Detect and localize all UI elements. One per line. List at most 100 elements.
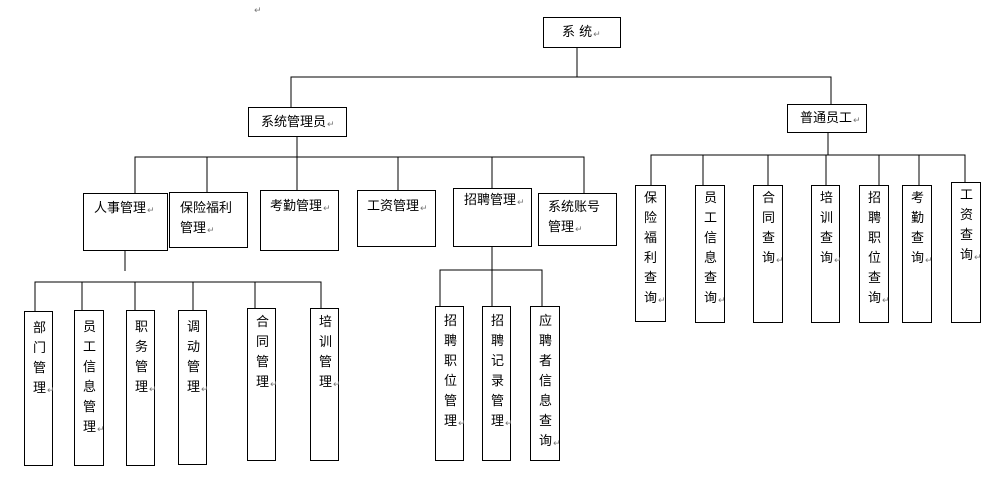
node-staff-info-query: 员工信息查询↵ — [695, 185, 726, 323]
node-label-line: 查 — [960, 228, 974, 243]
node-label-line: 理↵ — [187, 380, 209, 395]
node-training-management: 培训管理↵ — [310, 308, 341, 461]
node-label-line: 录 — [491, 374, 505, 389]
paragraph-mark: ↵ — [207, 226, 215, 236]
node-label-line: 合 — [256, 315, 270, 330]
node-label: 普通员工↵ — [800, 109, 861, 131]
node-label-line: 理↵ — [33, 381, 55, 396]
node-label-line: 系统管理员↵ — [261, 115, 335, 130]
node-label-line: 险 — [644, 211, 658, 226]
node-label: 员工信息管理↵ — [83, 318, 105, 440]
paragraph-mark: ↵ — [776, 256, 784, 266]
node-label-line: 管 — [319, 355, 333, 370]
connector-line — [134, 156, 585, 193]
paragraph-mark: ↵ — [575, 225, 583, 235]
node-label-line: 信 — [704, 231, 718, 246]
node-label-line: 福 — [644, 231, 658, 246]
node-label-line: 保险福利 — [180, 201, 233, 216]
paragraph-mark: ↵ — [254, 6, 262, 16]
node-label-line: 管 — [187, 360, 201, 375]
paragraph-mark: ↵ — [47, 386, 55, 396]
node-label-line: 管 — [33, 361, 47, 376]
node-label-line: 息 — [539, 394, 553, 409]
node-label-line: 应 — [539, 314, 553, 329]
node-job-posting-management: 招聘职位管理↵ — [435, 306, 466, 461]
node-label-line: 职 — [444, 354, 458, 369]
paragraph-mark: ↵ — [974, 253, 982, 263]
node-label-line: 职 — [868, 231, 882, 246]
node-regular-employee: 普通员工↵ — [787, 104, 867, 133]
paragraph-mark: ↵ — [593, 30, 601, 40]
node-position-management: 职务管理↵ — [126, 310, 157, 466]
paragraph-mark: ↵ — [658, 296, 666, 306]
node-label: 系 统↵ — [562, 23, 601, 45]
paragraph-mark: ↵ — [147, 206, 155, 216]
paragraph-mark: ↵ — [853, 116, 861, 126]
paragraph-mark: ↵ — [882, 296, 890, 306]
node-account-management: 系统账号管理↵ — [538, 193, 617, 246]
node-label-line: 同 — [762, 211, 776, 226]
node-label-line: 信 — [83, 360, 97, 375]
node-label-line: 门 — [33, 341, 47, 356]
node-label-line: 查 — [762, 231, 776, 246]
paragraph-mark: ↵ — [718, 296, 726, 306]
node-label-line: 招 — [491, 314, 505, 329]
node-label-line: 理↵ — [444, 414, 466, 429]
node-contract-query: 合同查询↵ — [753, 185, 784, 323]
node-label-line: 工 — [960, 188, 974, 203]
node-label: 应聘者信息查询↵ — [539, 312, 561, 454]
node-label: 招聘职位查询↵ — [868, 189, 890, 311]
paragraph-mark: ↵ — [553, 439, 561, 449]
node-label-line: 培 — [319, 315, 333, 330]
node-label-line: 查 — [911, 231, 925, 246]
node-label-line: 同 — [256, 335, 270, 350]
node-label-line: 查 — [539, 414, 553, 429]
node-label-line: 聘 — [444, 334, 458, 349]
paragraph-mark: ↵ — [327, 120, 335, 130]
connector-line — [290, 76, 832, 107]
node-label-line: 询↵ — [820, 251, 842, 266]
node-label-line: 务 — [135, 340, 149, 355]
paragraph-mark: ↵ — [270, 380, 278, 390]
node-label-line: 员 — [704, 191, 718, 206]
node-label-line: 员 — [83, 320, 97, 335]
node-label-line: 培 — [820, 191, 834, 206]
node-label-line: 息 — [704, 251, 718, 266]
node-label: 合同查询↵ — [762, 189, 784, 271]
node-label-line: 保 — [644, 191, 658, 206]
node-label-line: 理↵ — [491, 414, 513, 429]
node-label: 考勤管理↵ — [270, 197, 331, 219]
node-label-line: 普通员工↵ — [800, 111, 861, 126]
node-label: 工资查询↵ — [960, 186, 982, 268]
node-label-line: 资 — [960, 208, 974, 223]
node-label-line: 管 — [444, 394, 458, 409]
node-label-line: 记 — [491, 354, 505, 369]
node-label: 职务管理↵ — [135, 318, 157, 400]
node-label-line: 询↵ — [960, 248, 982, 263]
node-label-line: 查 — [704, 271, 718, 286]
node-salary-management: 工资管理↵ — [357, 190, 436, 247]
node-label-line: 信 — [539, 374, 553, 389]
node-label-line: 理↵ — [83, 420, 105, 435]
node-label: 系统管理员↵ — [261, 113, 335, 135]
paragraph-mark: ↵ — [505, 419, 513, 429]
paragraph-mark: ↵ — [925, 256, 933, 266]
node-label-line: 工资管理↵ — [367, 199, 428, 214]
paragraph-mark: ↵ — [420, 204, 428, 214]
node-label-line: 工 — [704, 211, 718, 226]
node-label-line: 训 — [319, 335, 333, 350]
connector-line — [34, 281, 322, 311]
node-department-management: 部门管理↵ — [24, 311, 55, 466]
node-attendance-query: 考勤查询↵ — [902, 185, 933, 323]
node-label-line: 聘 — [868, 211, 882, 226]
paragraph-mark: ↵ — [97, 425, 105, 435]
node-hr-management: 人事管理↵ — [83, 193, 168, 251]
paragraph-mark: ↵ — [517, 198, 525, 208]
paragraph-mark: ↵ — [149, 385, 157, 395]
node-job-posting-query: 招聘职位查询↵ — [859, 185, 890, 323]
node-system-admin: 系统管理员↵ — [248, 107, 347, 137]
node-label-line: 工 — [83, 340, 97, 355]
node-label: 培训管理↵ — [319, 313, 341, 395]
paragraph-mark: ↵ — [201, 385, 209, 395]
